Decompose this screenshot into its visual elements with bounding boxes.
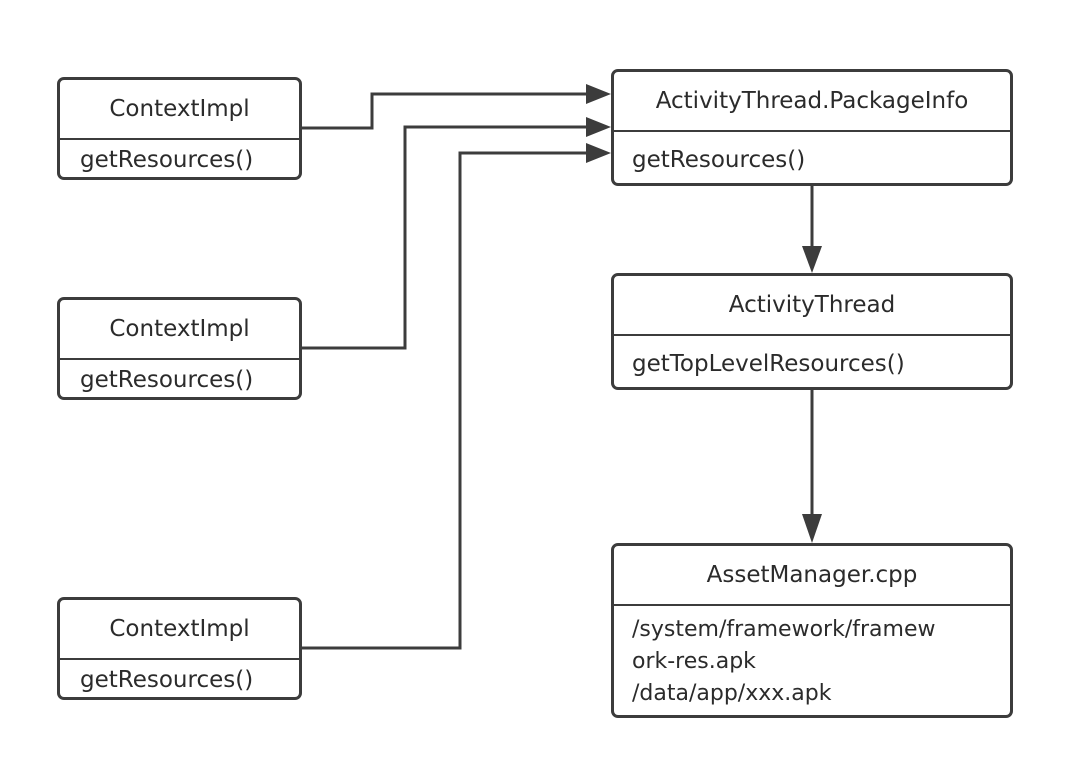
node-method: getTopLevelResources()	[632, 351, 905, 377]
arrowhead-assetmanager	[802, 514, 822, 543]
asset-path-line: /system/framework/framew	[632, 617, 936, 642]
arrowhead-activitythread	[802, 246, 822, 273]
node-title: ContextImpl	[60, 80, 299, 140]
node-title: ActivityThread.PackageInfo	[614, 72, 1010, 132]
node-title: ActivityThread	[614, 276, 1010, 336]
asset-path-line: ork-res.apk	[632, 649, 756, 674]
arrowhead-ctx1	[586, 84, 611, 104]
node-method: getResources()	[80, 367, 254, 393]
node-title: AssetManager.cpp	[614, 546, 1010, 606]
node-method: getResources()	[80, 667, 254, 693]
arrowhead-ctx2	[586, 117, 611, 137]
node-method: getResources()	[80, 147, 254, 173]
arrowhead-ctx3	[586, 143, 611, 163]
node-title: ContextImpl	[60, 300, 299, 360]
arrow-ctx3-to-packageinfo	[302, 151, 588, 650]
contextimpl-node-3: ContextImpl getResources()	[57, 597, 302, 700]
assetmanager-node: AssetManager.cpp /system/framework/frame…	[611, 543, 1013, 718]
arrow-ctx1-to-packageinfo	[302, 92, 588, 130]
node-method: getResources()	[632, 147, 806, 173]
asset-path-line: /data/app/xxx.apk	[632, 681, 832, 706]
contextimpl-node-1: ContextImpl getResources()	[57, 77, 302, 180]
contextimpl-node-2: ContextImpl getResources()	[57, 297, 302, 400]
activitythread-node: ActivityThread getTopLevelResources()	[611, 273, 1013, 390]
node-title: ContextImpl	[60, 600, 299, 660]
arrow-ctx2-to-packageinfo	[302, 125, 588, 350]
packageinfo-node: ActivityThread.PackageInfo getResources(…	[611, 69, 1013, 186]
